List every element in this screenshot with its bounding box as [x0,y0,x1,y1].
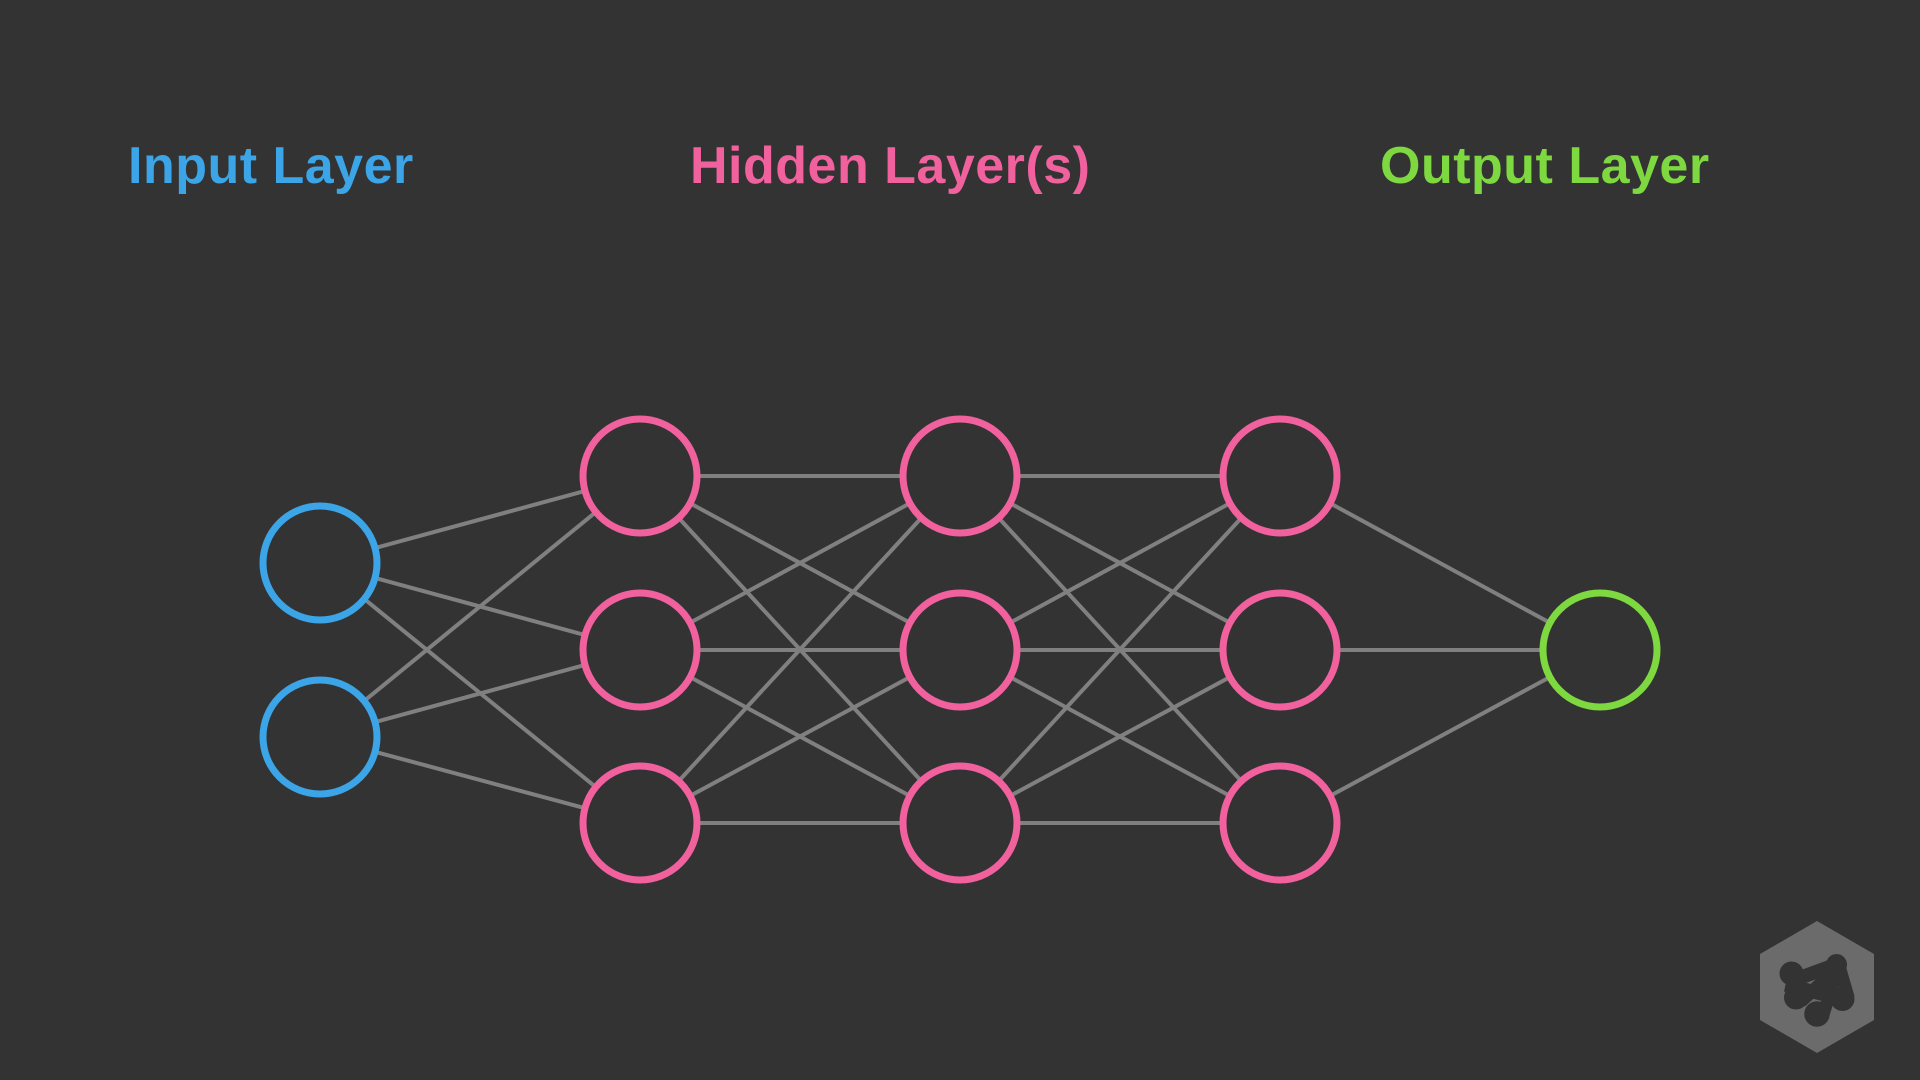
node-group [259,415,1661,884]
network-node-h2-1[interactable] [899,415,1021,537]
network-edge [373,488,587,551]
network-node-h3-1[interactable] [1219,415,1341,537]
network-edge [1008,501,1232,625]
network-edge [688,675,912,798]
neural-node-cluster-icon [1779,954,1855,1027]
network-node-i1[interactable] [259,502,381,624]
network-edge [996,515,1244,784]
network-node-h3-2[interactable] [1219,589,1341,711]
network-edge [1328,675,1552,798]
network-edge [362,510,598,703]
brand-watermark-logo [1760,921,1874,1053]
network-edge [1008,675,1232,798]
network-node-h1-2[interactable] [579,589,701,711]
network-node-i2[interactable] [259,676,381,798]
network-edge [688,501,912,625]
network-node-h1-3[interactable] [579,762,701,884]
network-node-h2-2[interactable] [899,589,1021,711]
network-node-h2-3[interactable] [899,762,1021,884]
network-node-h3-3[interactable] [1219,762,1341,884]
network-node-o1[interactable] [1539,589,1661,711]
network-edge [1328,501,1552,625]
network-edge [373,749,587,811]
network-edge [373,662,587,725]
network-node-h1-1[interactable] [579,415,701,537]
edge-group [362,474,1552,825]
network-edge [676,515,924,784]
